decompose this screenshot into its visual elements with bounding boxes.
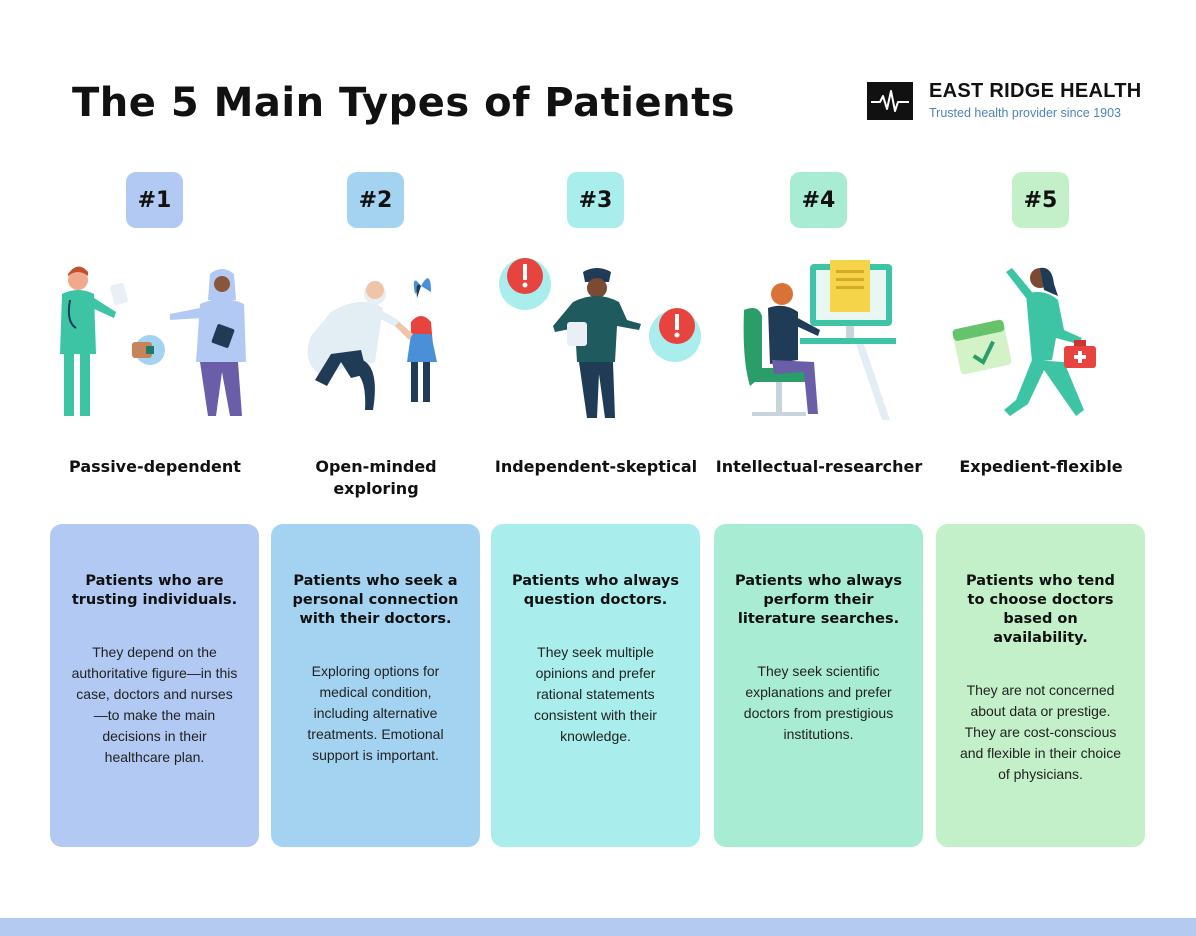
footer-bar xyxy=(0,918,1196,936)
heartbeat-icon xyxy=(867,82,913,120)
number-badge: #5 xyxy=(1012,172,1069,228)
card-headline: Patients who tend to choose doctors base… xyxy=(966,573,1115,646)
patient-type-name: Independent-skeptical xyxy=(494,457,698,476)
card-description: They seek multiple opinions and prefer r… xyxy=(534,644,657,744)
brand: EAST RIDGE HEALTH Trusted health provide… xyxy=(867,80,1141,124)
patient-type-5: #5 Expedient-flexible Patients who tend … xyxy=(936,172,1146,852)
patient-type-1: #1 Passive-dependent Patients who a xyxy=(50,172,260,852)
patient-type-4: #4 Intellectual-researcher Patients xyxy=(714,172,924,852)
description-card: Patients who seek a personal connection … xyxy=(271,524,480,847)
description-card: Patients who tend to choose doctors base… xyxy=(936,524,1145,847)
number-badge: #4 xyxy=(790,172,847,228)
patient-type-name: Intellectual-researcher xyxy=(715,457,923,476)
number-badge: #1 xyxy=(126,172,183,228)
brand-name: EAST RIDGE HEALTH xyxy=(929,80,1142,102)
person-at-computer-icon xyxy=(714,250,924,430)
description-card: Patients who are trusting individuals. T… xyxy=(50,524,259,847)
card-description: They seek scientific explanations and pr… xyxy=(743,663,894,742)
person-with-alert-bubbles-icon xyxy=(491,250,701,430)
brand-tagline: Trusted health provider since 1903 xyxy=(929,106,1122,120)
page-title: The 5 Main Types of Patients xyxy=(72,80,736,126)
card-headline: Patients who always perform their litera… xyxy=(735,573,902,627)
patient-type-name: Open-minded exploring xyxy=(315,457,437,498)
doctor-child-butterfly-icon xyxy=(271,250,481,430)
number-badge: #3 xyxy=(567,172,624,228)
patient-type-name: Expedient-flexible xyxy=(959,457,1123,476)
card-description: They are not concerned about data or pre… xyxy=(959,682,1122,782)
doctor-and-patient-thumbs-up-icon xyxy=(50,250,260,430)
patient-type-2: #2 Open-minded exploring Patients who se… xyxy=(271,172,481,852)
number-badge: #2 xyxy=(347,172,404,228)
description-card: Patients who always perform their litera… xyxy=(714,524,923,847)
card-headline: Patients who seek a personal connection … xyxy=(292,573,459,627)
card-headline: Patients who always question doctors. xyxy=(512,573,679,608)
patient-type-3: #3 Independent-skeptical Patients who al… xyxy=(491,172,701,852)
card-description: They depend on the authoritative figure—… xyxy=(71,644,238,765)
patient-type-name: Passive-dependent xyxy=(69,457,241,476)
card-description: Exploring options for medical condition,… xyxy=(307,663,444,763)
card-headline: Patients who are trusting individuals. xyxy=(71,573,238,608)
doctor-with-calendar-and-kit-icon xyxy=(936,250,1146,430)
description-card: Patients who always question doctors. Th… xyxy=(491,524,700,847)
